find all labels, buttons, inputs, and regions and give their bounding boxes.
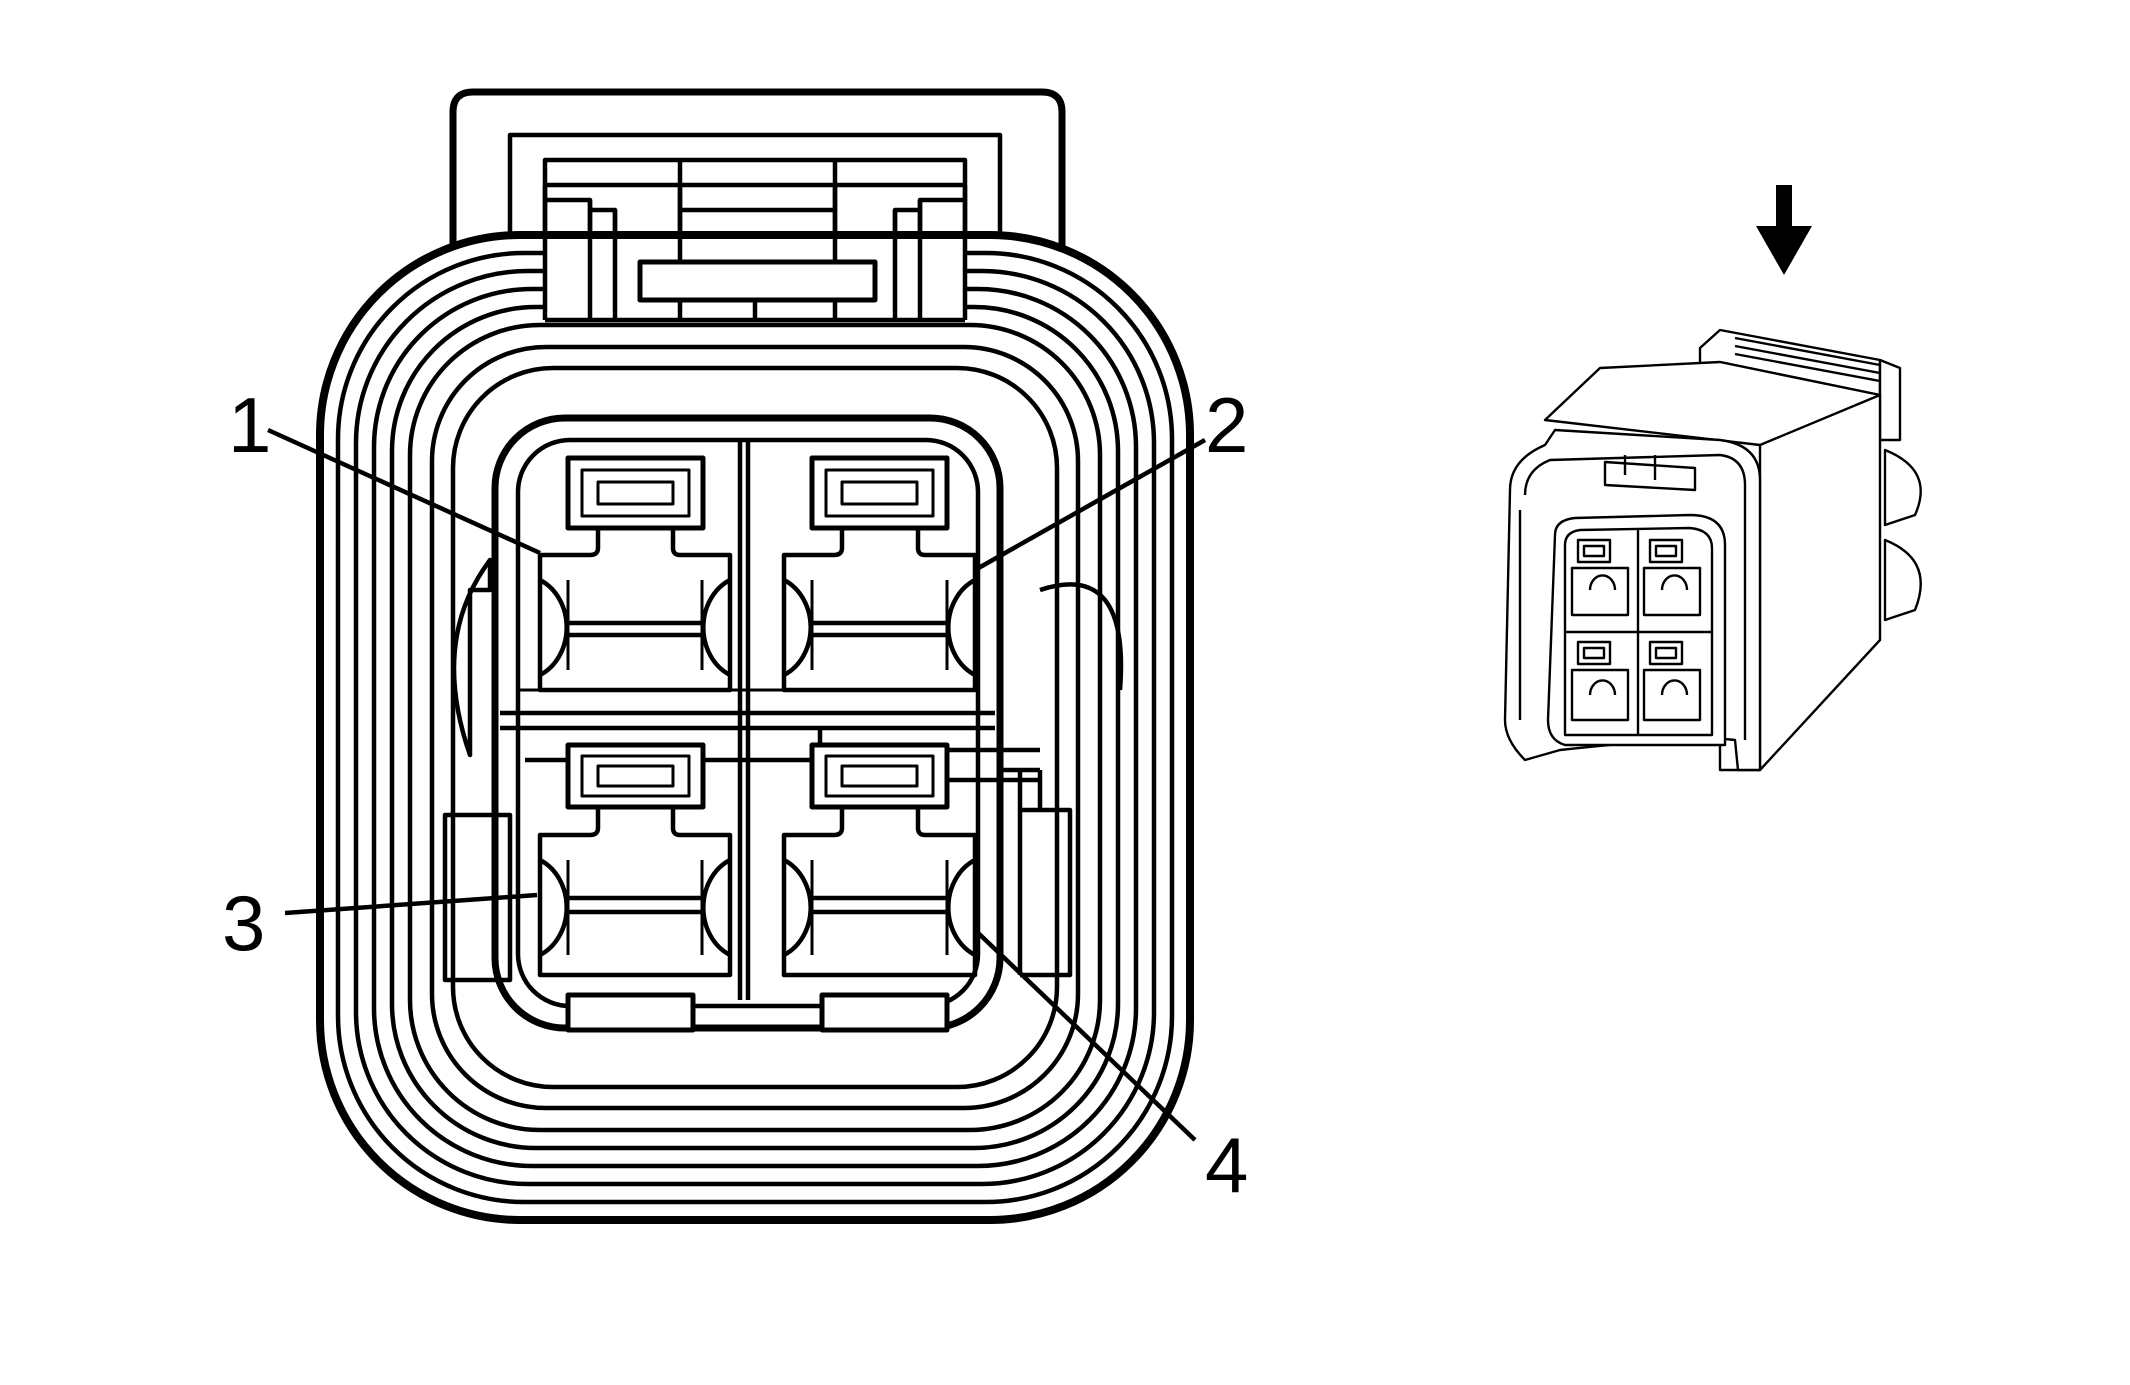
iso-terminal-2 [1642, 538, 1702, 617]
pin-label-4: 4 [1205, 1121, 1248, 1209]
leader-line-1 [267, 427, 541, 556]
tab-base [542, 186, 968, 323]
terminal-cavity-4 [781, 742, 978, 978]
iso-terminal-1 [1570, 538, 1630, 617]
terminal-cavities [537, 455, 978, 978]
terminal-cavity-1 [537, 455, 733, 693]
side-features [442, 557, 1124, 983]
leader-line-2 [973, 438, 1207, 572]
connector-isometric-view [1503, 328, 1922, 772]
iso-terminal-3 [1570, 640, 1630, 722]
leader-line-3 [284, 892, 538, 916]
pin-labels: 1 2 3 4 [222, 381, 1248, 1209]
pin-label-3: 3 [222, 879, 265, 967]
bottom-keys [565, 992, 950, 1033]
pin-leader-lines [267, 427, 1207, 1142]
terminal-cavity-3 [537, 742, 733, 978]
pin-label-2: 2 [1205, 381, 1248, 469]
pin-label-1: 1 [228, 381, 271, 469]
terminal-cavity-2 [781, 455, 978, 693]
iso-terminal-4 [1642, 640, 1702, 722]
leader-line-4 [973, 928, 1197, 1142]
connector-face-view: 1 2 3 4 [222, 88, 1248, 1224]
cavity-frame [491, 414, 1040, 1032]
arrow-down-icon [1756, 185, 1812, 275]
